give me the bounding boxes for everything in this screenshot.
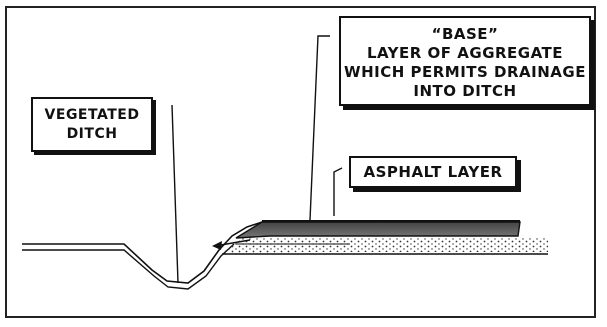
aggregate-base-layer — [222, 238, 548, 254]
ground-profile-line — [22, 221, 520, 284]
ditch-lower-profile-line — [22, 243, 235, 290]
asphalt-layer-label-box: ASPHALT LAYER — [349, 156, 517, 188]
base-label-line-4: INTO DITCH — [413, 82, 517, 100]
asphalt-layer — [235, 221, 521, 239]
base-label-line-2: LAYER OF AGGREGATE — [366, 44, 564, 62]
vegetated-label-line-1: VEGETATED — [44, 107, 140, 123]
asphalt-layer-leader-line — [333, 167, 343, 216]
base-layer-leader-line — [309, 35, 330, 221]
base-label-line-1: “BASE” — [431, 25, 499, 43]
vegetated-label-line-2: DITCH — [66, 126, 118, 142]
asphalt-label-text: ASPHALT LAYER — [363, 163, 503, 181]
drainage-arrowhead — [212, 241, 222, 250]
vegetated-ditch-leader-line — [171, 104, 179, 284]
vegetated-ditch-label-box: VEGETATED DITCH — [31, 97, 153, 152]
base-label-line-3: WHICH PERMITS DRAINAGE — [344, 63, 586, 81]
base-layer-label-box: “BASE” LAYER OF AGGREGATE WHICH PERMITS … — [339, 16, 591, 106]
